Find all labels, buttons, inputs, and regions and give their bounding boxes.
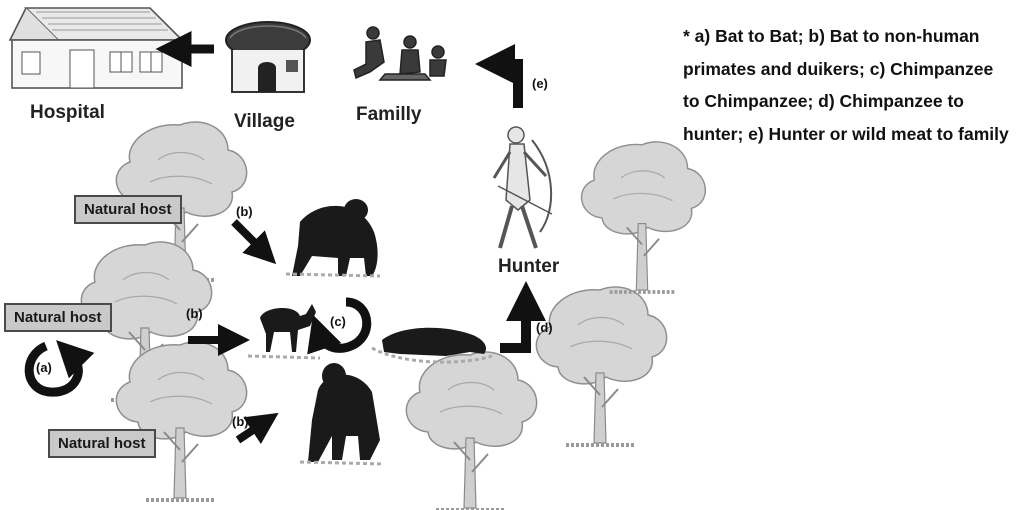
tag-c: (c) [330, 314, 346, 329]
chimpanzee-icon [286, 199, 380, 276]
arrow-b-top [234, 222, 262, 250]
family-icon [354, 27, 446, 80]
tag-b-bottom: (b) [232, 414, 249, 429]
gorilla-icon [300, 363, 384, 464]
tag-b-middle: (b) [186, 306, 203, 321]
natural-host-top: Natural host [74, 195, 182, 224]
transmission-legend-note: * a) Bat to Bat; b) Bat to non-human pri… [683, 20, 1013, 150]
arrow-hunter-to-family [500, 64, 518, 108]
natural-host-middle: Natural host [4, 303, 112, 332]
arrow-d [500, 306, 526, 348]
village-label: Village [234, 111, 295, 133]
tag-e: (e) [532, 76, 548, 91]
tree-icon [81, 122, 705, 510]
hospital-icon [10, 8, 182, 88]
village-hut-icon [226, 22, 310, 92]
tag-a: (a) [36, 360, 52, 375]
family-label: Familly [356, 104, 421, 126]
natural-host-bottom: Natural host [48, 429, 156, 458]
tag-d: (d) [536, 320, 553, 335]
hospital-label: Hospital [30, 102, 105, 124]
hunter-label: Hunter [498, 256, 559, 278]
hunter-icon [494, 127, 552, 248]
tag-b-top: (b) [236, 204, 253, 219]
duiker-icon [248, 304, 320, 358]
